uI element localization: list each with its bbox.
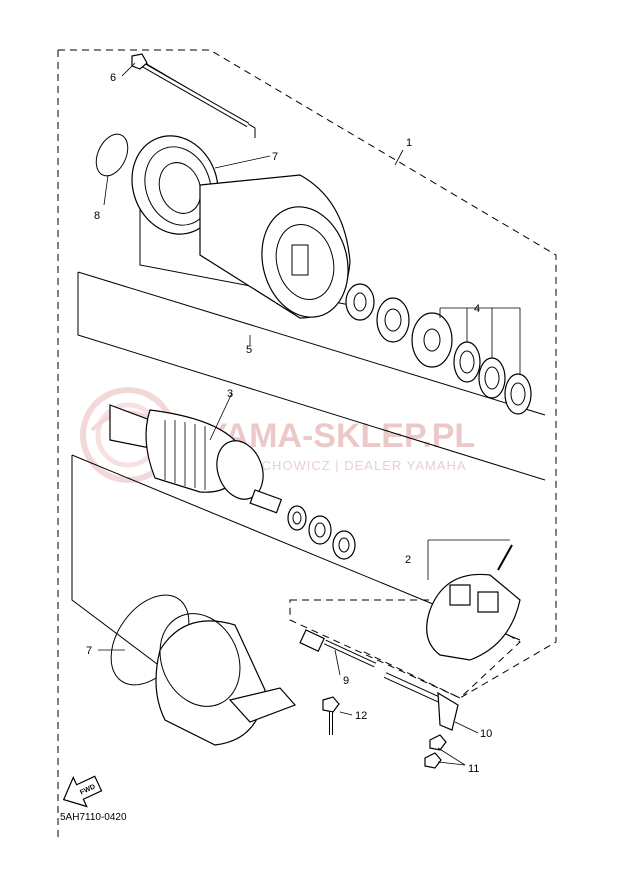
callout-7-top: 7 [272,151,278,163]
lead-wire [383,672,459,731]
callout-1: 1 [406,137,412,149]
leader-4 [439,307,521,374]
fwd-arrow-icon: FWD [62,775,103,808]
callout-2: 2 [405,554,411,566]
armature [109,404,283,514]
callout-8: 8 [94,210,100,222]
armature-washers [287,505,356,560]
o-ring-top [95,133,129,177]
callout-3: 3 [227,388,233,400]
through-bolt [131,53,250,128]
callout-6: 6 [110,72,116,84]
front-cover [131,135,219,235]
brush-holder [426,544,521,661]
bracket-5 [77,271,546,481]
callout-12: 12 [355,710,367,722]
bearing [345,283,375,321]
bracket-lower [71,454,521,701]
callout-9: 9 [343,675,349,687]
bolt-small [322,696,340,735]
leader-lines [98,62,479,766]
oil-seal [376,297,410,343]
nuts [424,734,447,769]
watermark-subtitle: WOJCIECHOWICZ | DEALER YAMAHA [205,458,467,473]
diagram-code: 5AH7110-0420 [60,812,127,823]
rear-cover [155,613,297,746]
callout-5: 5 [246,344,252,356]
callout-11: 11 [468,763,479,775]
yoke-housing [199,174,351,319]
callout-7-bottom: 7 [86,645,92,657]
terminal-bolt [299,629,377,668]
callout-10: 10 [480,728,492,740]
callout-4: 4 [474,303,480,315]
leader-2 [427,539,510,580]
washer-set [411,312,532,415]
